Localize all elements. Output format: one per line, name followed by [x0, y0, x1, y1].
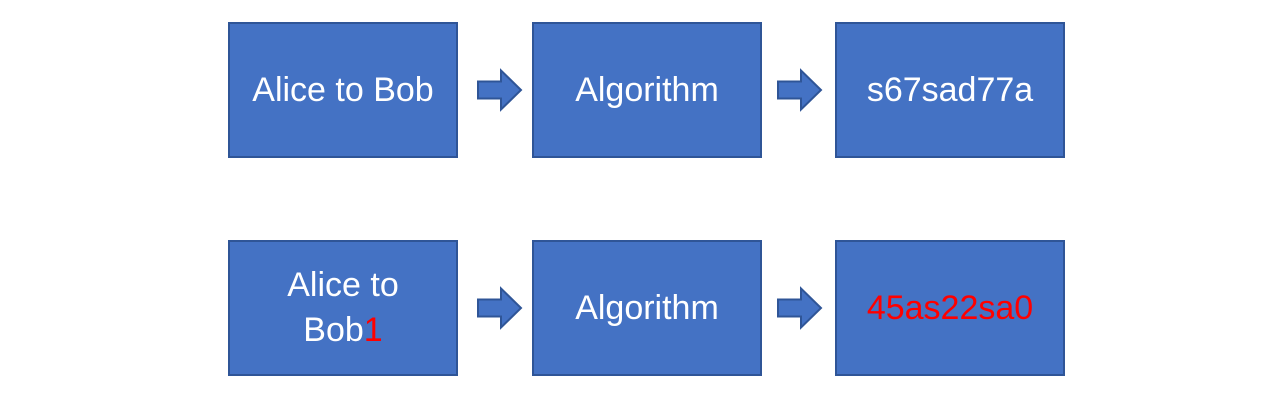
input-modified-line1: Alice to [287, 266, 399, 305]
arrow-right-icon [477, 68, 523, 112]
node-hash-modified: 45as22sa0 [835, 240, 1065, 376]
node-input-original: Alice to Bob [228, 22, 458, 158]
node-algorithm-modified-label: Algorithm [575, 288, 719, 327]
node-algorithm-original: Algorithm [532, 22, 762, 158]
node-algorithm-original-label: Algorithm [575, 70, 719, 109]
node-input-modified-label: Alice to Bob1 [287, 263, 399, 353]
node-hash-original: s67sad77a [835, 22, 1065, 158]
arrow-right-icon [777, 68, 823, 112]
node-input-modified: Alice to Bob1 [228, 240, 458, 376]
node-input-original-label: Alice to Bob [252, 70, 434, 109]
arrow-right-icon [777, 286, 823, 330]
input-modified-changed-char: 1 [363, 311, 383, 349]
node-algorithm-modified: Algorithm [532, 240, 762, 376]
arrow-right-icon [477, 286, 523, 330]
input-modified-line2-main: Bob [303, 311, 364, 349]
node-hash-original-label: s67sad77a [866, 70, 1034, 109]
node-hash-modified-label: 45as22sa0 [866, 288, 1034, 327]
